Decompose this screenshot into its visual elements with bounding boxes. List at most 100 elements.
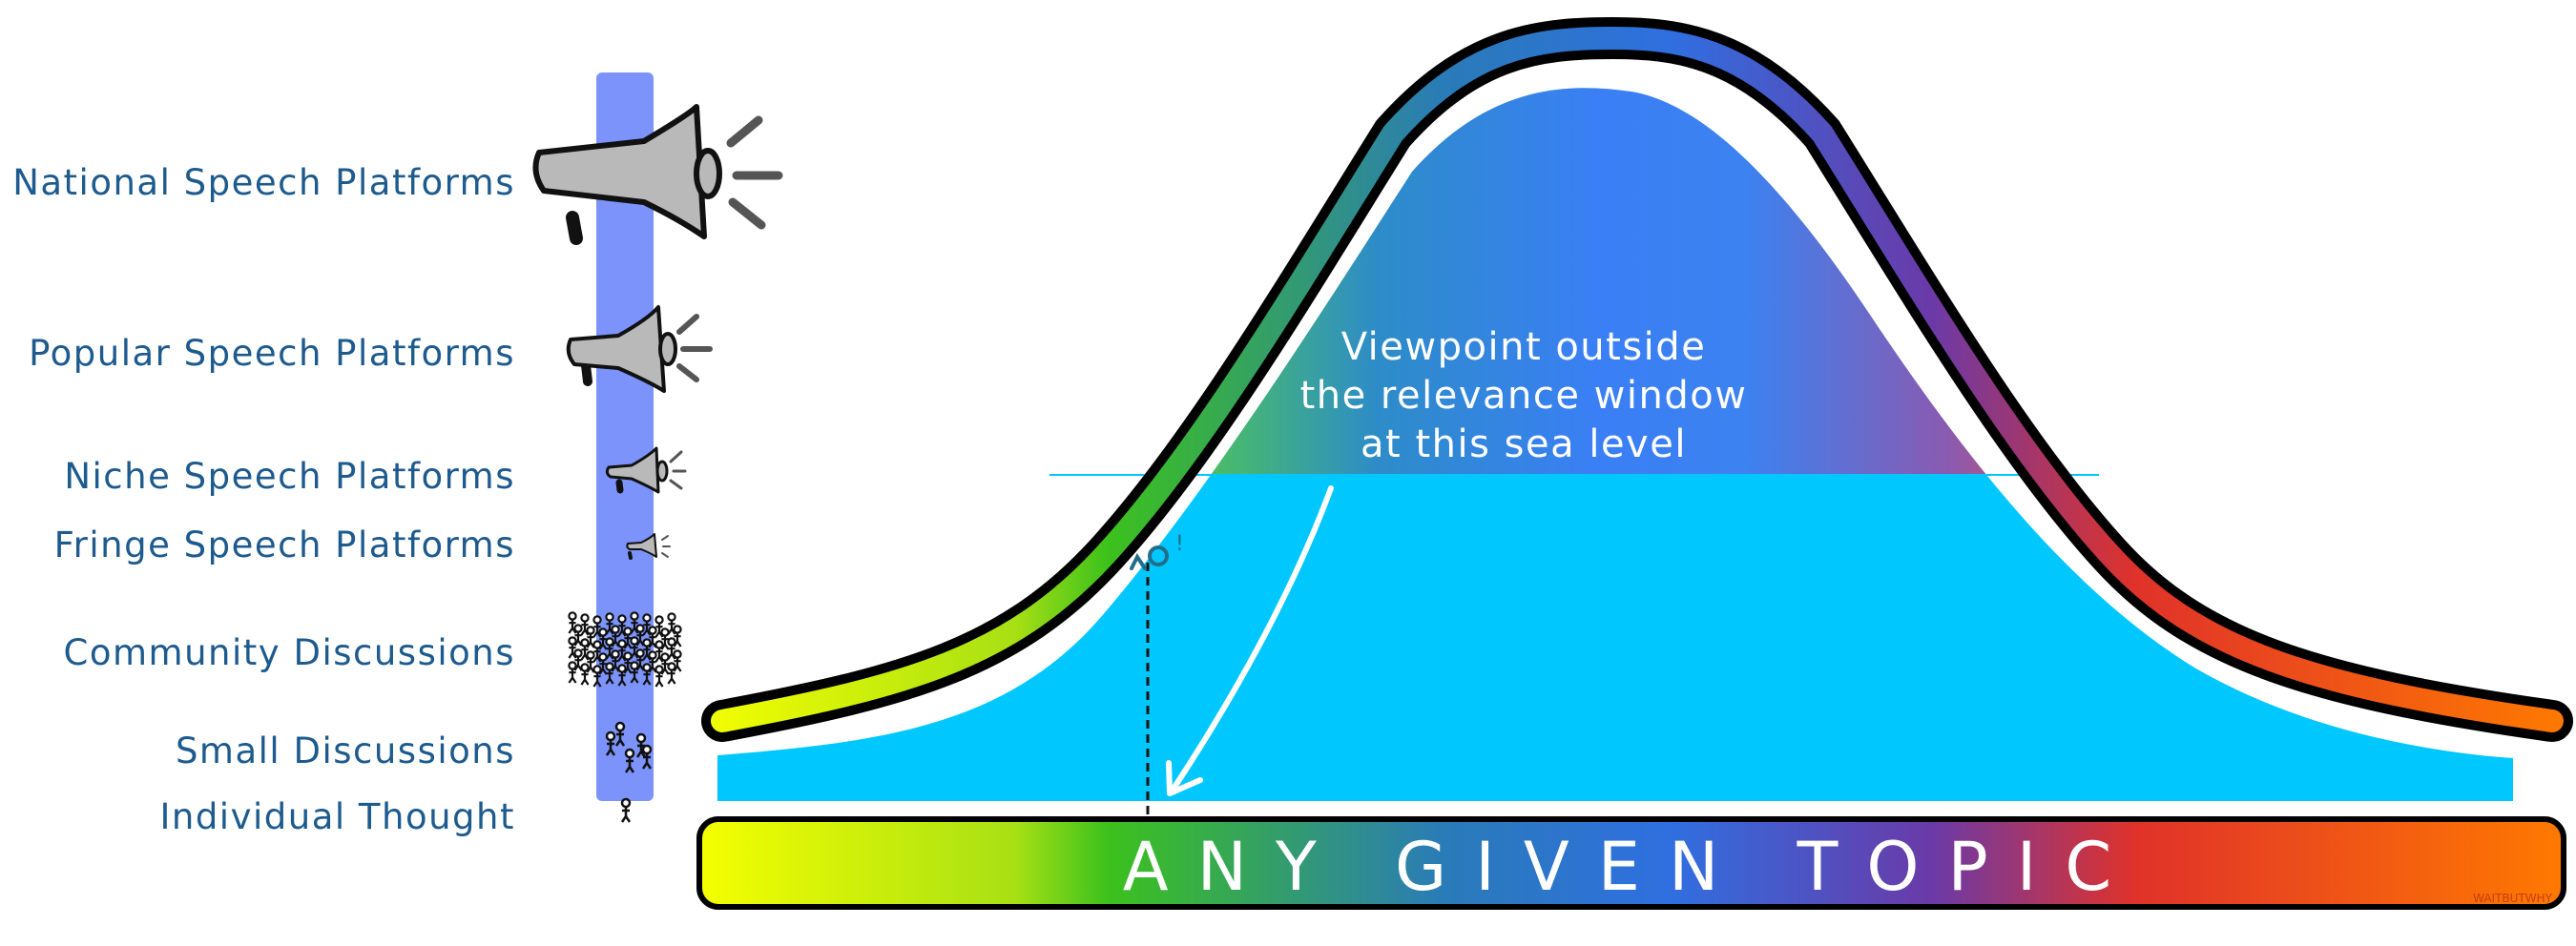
stick-figure-body	[673, 632, 682, 648]
stick-figure-body	[617, 647, 627, 662]
stick-figure-icon	[573, 648, 583, 658]
stick-figure-icon	[630, 636, 639, 646]
stick-figure-body	[635, 742, 647, 758]
stick-figure-body	[654, 648, 664, 663]
stick-figure-body	[614, 730, 626, 747]
stick-figure-icon	[642, 663, 652, 672]
stick-figure-icon	[598, 627, 608, 637]
stick-figure-icon	[642, 613, 652, 623]
stick-figure-body	[642, 621, 652, 636]
stick-figure-icon	[623, 627, 633, 636]
stick-figure-body	[648, 658, 657, 673]
stick-figure-body	[605, 740, 616, 756]
window-caption-line-1: Viewpoint outside	[1341, 325, 1707, 369]
stick-figure-icon	[617, 639, 627, 648]
stick-figure-icon	[660, 627, 670, 637]
stick-figure-body	[586, 658, 595, 673]
topic-bar	[696, 816, 2566, 910]
stick-figure-icon	[611, 625, 620, 634]
stick-figure-icon	[648, 650, 657, 660]
stick-figure-body	[620, 807, 632, 823]
stick-figure-icon	[624, 748, 635, 759]
stick-figure-body	[611, 632, 620, 648]
platform-levels: National Speech Platforms Popular Speech…	[12, 162, 515, 837]
stick-figure-icon	[667, 612, 676, 622]
topic-bar-label: ANY GIVEN TOPIC	[1123, 828, 2140, 906]
stick-figure-body	[635, 656, 645, 671]
stick-figure-icon	[635, 624, 645, 633]
stick-figure-body	[568, 644, 577, 659]
level-label-small: Small Discussions	[176, 730, 515, 771]
stick-figure-body	[592, 672, 602, 688]
window-caption-line-2: the relevance window	[1300, 374, 1748, 418]
stick-figure-icon	[580, 663, 590, 672]
stick-figure-body	[617, 622, 627, 637]
stick-figure-body	[592, 623, 602, 638]
stick-figure-icon	[592, 615, 602, 625]
stick-figure-icon	[654, 615, 664, 625]
stick-figure-icon	[580, 638, 590, 648]
stick-figure-icon	[635, 648, 645, 658]
stick-figure-icon	[617, 614, 627, 624]
person-exclaim: !	[1175, 532, 1184, 556]
level-label-individual: Individual Thought	[159, 796, 515, 837]
stick-figure-body	[598, 660, 608, 675]
megaphone-icon-national	[532, 104, 783, 245]
stick-figure-body	[667, 669, 676, 685]
stick-figure-icon	[648, 626, 657, 635]
stick-figure-body	[630, 619, 639, 634]
stick-figure-body	[667, 620, 676, 635]
stick-figure-body	[605, 620, 614, 635]
stick-figure-body	[654, 672, 664, 688]
stick-figure-body	[605, 645, 614, 660]
pointer-arrow	[1166, 485, 1334, 796]
stick-figure-body	[573, 631, 583, 647]
stick-figure-icon	[568, 636, 577, 646]
small-group-icon	[605, 721, 653, 773]
stick-figure-body	[573, 656, 583, 671]
relevance-window	[1211, 88, 1987, 475]
stick-figure-icon	[654, 640, 664, 649]
stick-figure-body	[568, 668, 577, 684]
megaphone-icon-fringe	[626, 533, 671, 560]
stick-figure-body	[654, 623, 664, 638]
stick-figure-body	[623, 634, 633, 649]
stick-figure-body	[592, 648, 602, 663]
stick-figure-body	[667, 645, 676, 660]
stick-figure-icon	[630, 661, 639, 670]
stick-figure-body	[605, 669, 614, 685]
stick-figure-body	[580, 621, 590, 636]
stick-figure-icon	[605, 662, 614, 671]
stick-figure-icon	[673, 649, 682, 659]
megaphone-icon-popular	[566, 305, 713, 393]
stick-figure-icon	[617, 664, 627, 673]
bell-curve-band	[711, 26, 2564, 732]
stick-figure-body	[660, 660, 670, 675]
stick-figure-body	[642, 670, 652, 686]
stick-figure-icon	[660, 652, 670, 662]
stick-figure-body	[635, 631, 645, 647]
community-crowd-icon	[568, 611, 682, 688]
level-label-niche: Niche Speech Platforms	[64, 456, 515, 497]
stick-figure-body	[580, 646, 590, 661]
stick-figure-icon	[642, 638, 652, 648]
stick-figure-body	[623, 659, 633, 674]
stick-figure-icon	[598, 652, 608, 662]
stick-figure-icon	[630, 611, 639, 621]
stick-figure-body	[568, 619, 577, 634]
level-label-community: Community Discussions	[64, 632, 515, 673]
stick-figure-icon	[611, 649, 620, 659]
stick-figure-body	[586, 633, 595, 648]
stick-figure-body	[611, 657, 620, 672]
window-caption-line-3: at this sea level	[1361, 422, 1687, 466]
stick-figure-icon	[568, 611, 577, 621]
level-label-fringe: Fringe Speech Platforms	[54, 524, 515, 566]
stick-figure-icon	[623, 651, 633, 661]
signature: WAITBUTWHY	[2473, 892, 2553, 905]
stick-figure-icon	[586, 650, 595, 660]
stick-figure-icon	[641, 744, 653, 755]
stick-figure-body	[648, 633, 657, 648]
stick-figure-icon	[635, 732, 647, 744]
stick-figure-icon	[654, 665, 664, 674]
